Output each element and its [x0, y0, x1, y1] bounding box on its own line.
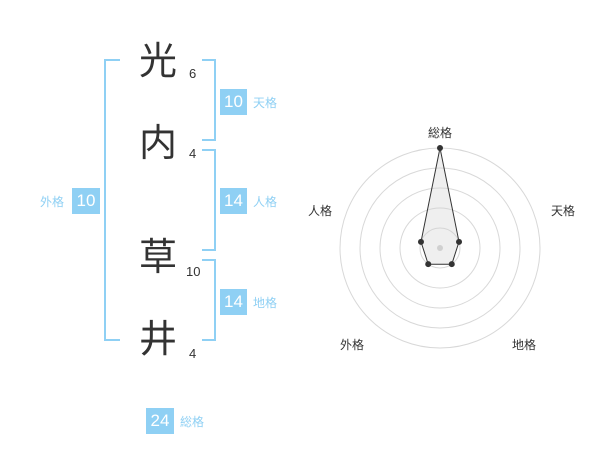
radar-point-2 [448, 261, 455, 268]
name-char-3: 草 [138, 235, 177, 279]
tenkaku-bracket [202, 59, 216, 141]
stroke-count-4: 4 [189, 346, 197, 361]
chikaku-label: 地格 [253, 296, 278, 310]
jinkaku-value: 14 [220, 188, 247, 214]
jinkaku-label: 人格 [253, 195, 278, 209]
radar-label-tenkaku: 天格 [551, 204, 576, 218]
tenkaku-label: 天格 [253, 96, 278, 110]
radar-ring [359, 167, 521, 329]
radar-label-chikaku: 地格 [512, 338, 537, 352]
gaikaku-label: 外格 [40, 195, 65, 209]
gaikaku-value: 10 [72, 188, 100, 214]
radar-point-3 [425, 261, 432, 268]
radar-ring [379, 187, 501, 309]
tenkaku-value: 10 [220, 89, 247, 115]
radar-label-gaikaku: 外格 [340, 338, 365, 352]
radar-label-soukaku: 総格 [428, 126, 453, 140]
radar-point-0 [437, 145, 443, 151]
chikaku-bracket [202, 259, 216, 341]
radar-center-dot [437, 245, 443, 251]
stroke-count-1: 6 [189, 66, 197, 81]
soukaku-label: 総格 [180, 415, 205, 429]
radar-ring [399, 207, 481, 289]
radar-score-polygon [420, 147, 460, 265]
gaikaku-bracket [104, 59, 120, 341]
stroke-count-3: 10 [186, 264, 201, 279]
radar-ring [419, 227, 461, 269]
chikaku-value: 14 [220, 289, 247, 315]
name-char-4: 井 [138, 317, 177, 361]
soukaku-value: 24 [146, 408, 174, 434]
radar-label-jinkaku: 人格 [308, 204, 333, 218]
name-char-2: 内 [138, 121, 177, 165]
jinkaku-bracket [202, 149, 216, 251]
radar-point-1 [456, 238, 463, 245]
name-char-1: 光 [138, 39, 177, 83]
radar-point-4 [417, 238, 424, 245]
stroke-count-2: 4 [189, 146, 197, 161]
